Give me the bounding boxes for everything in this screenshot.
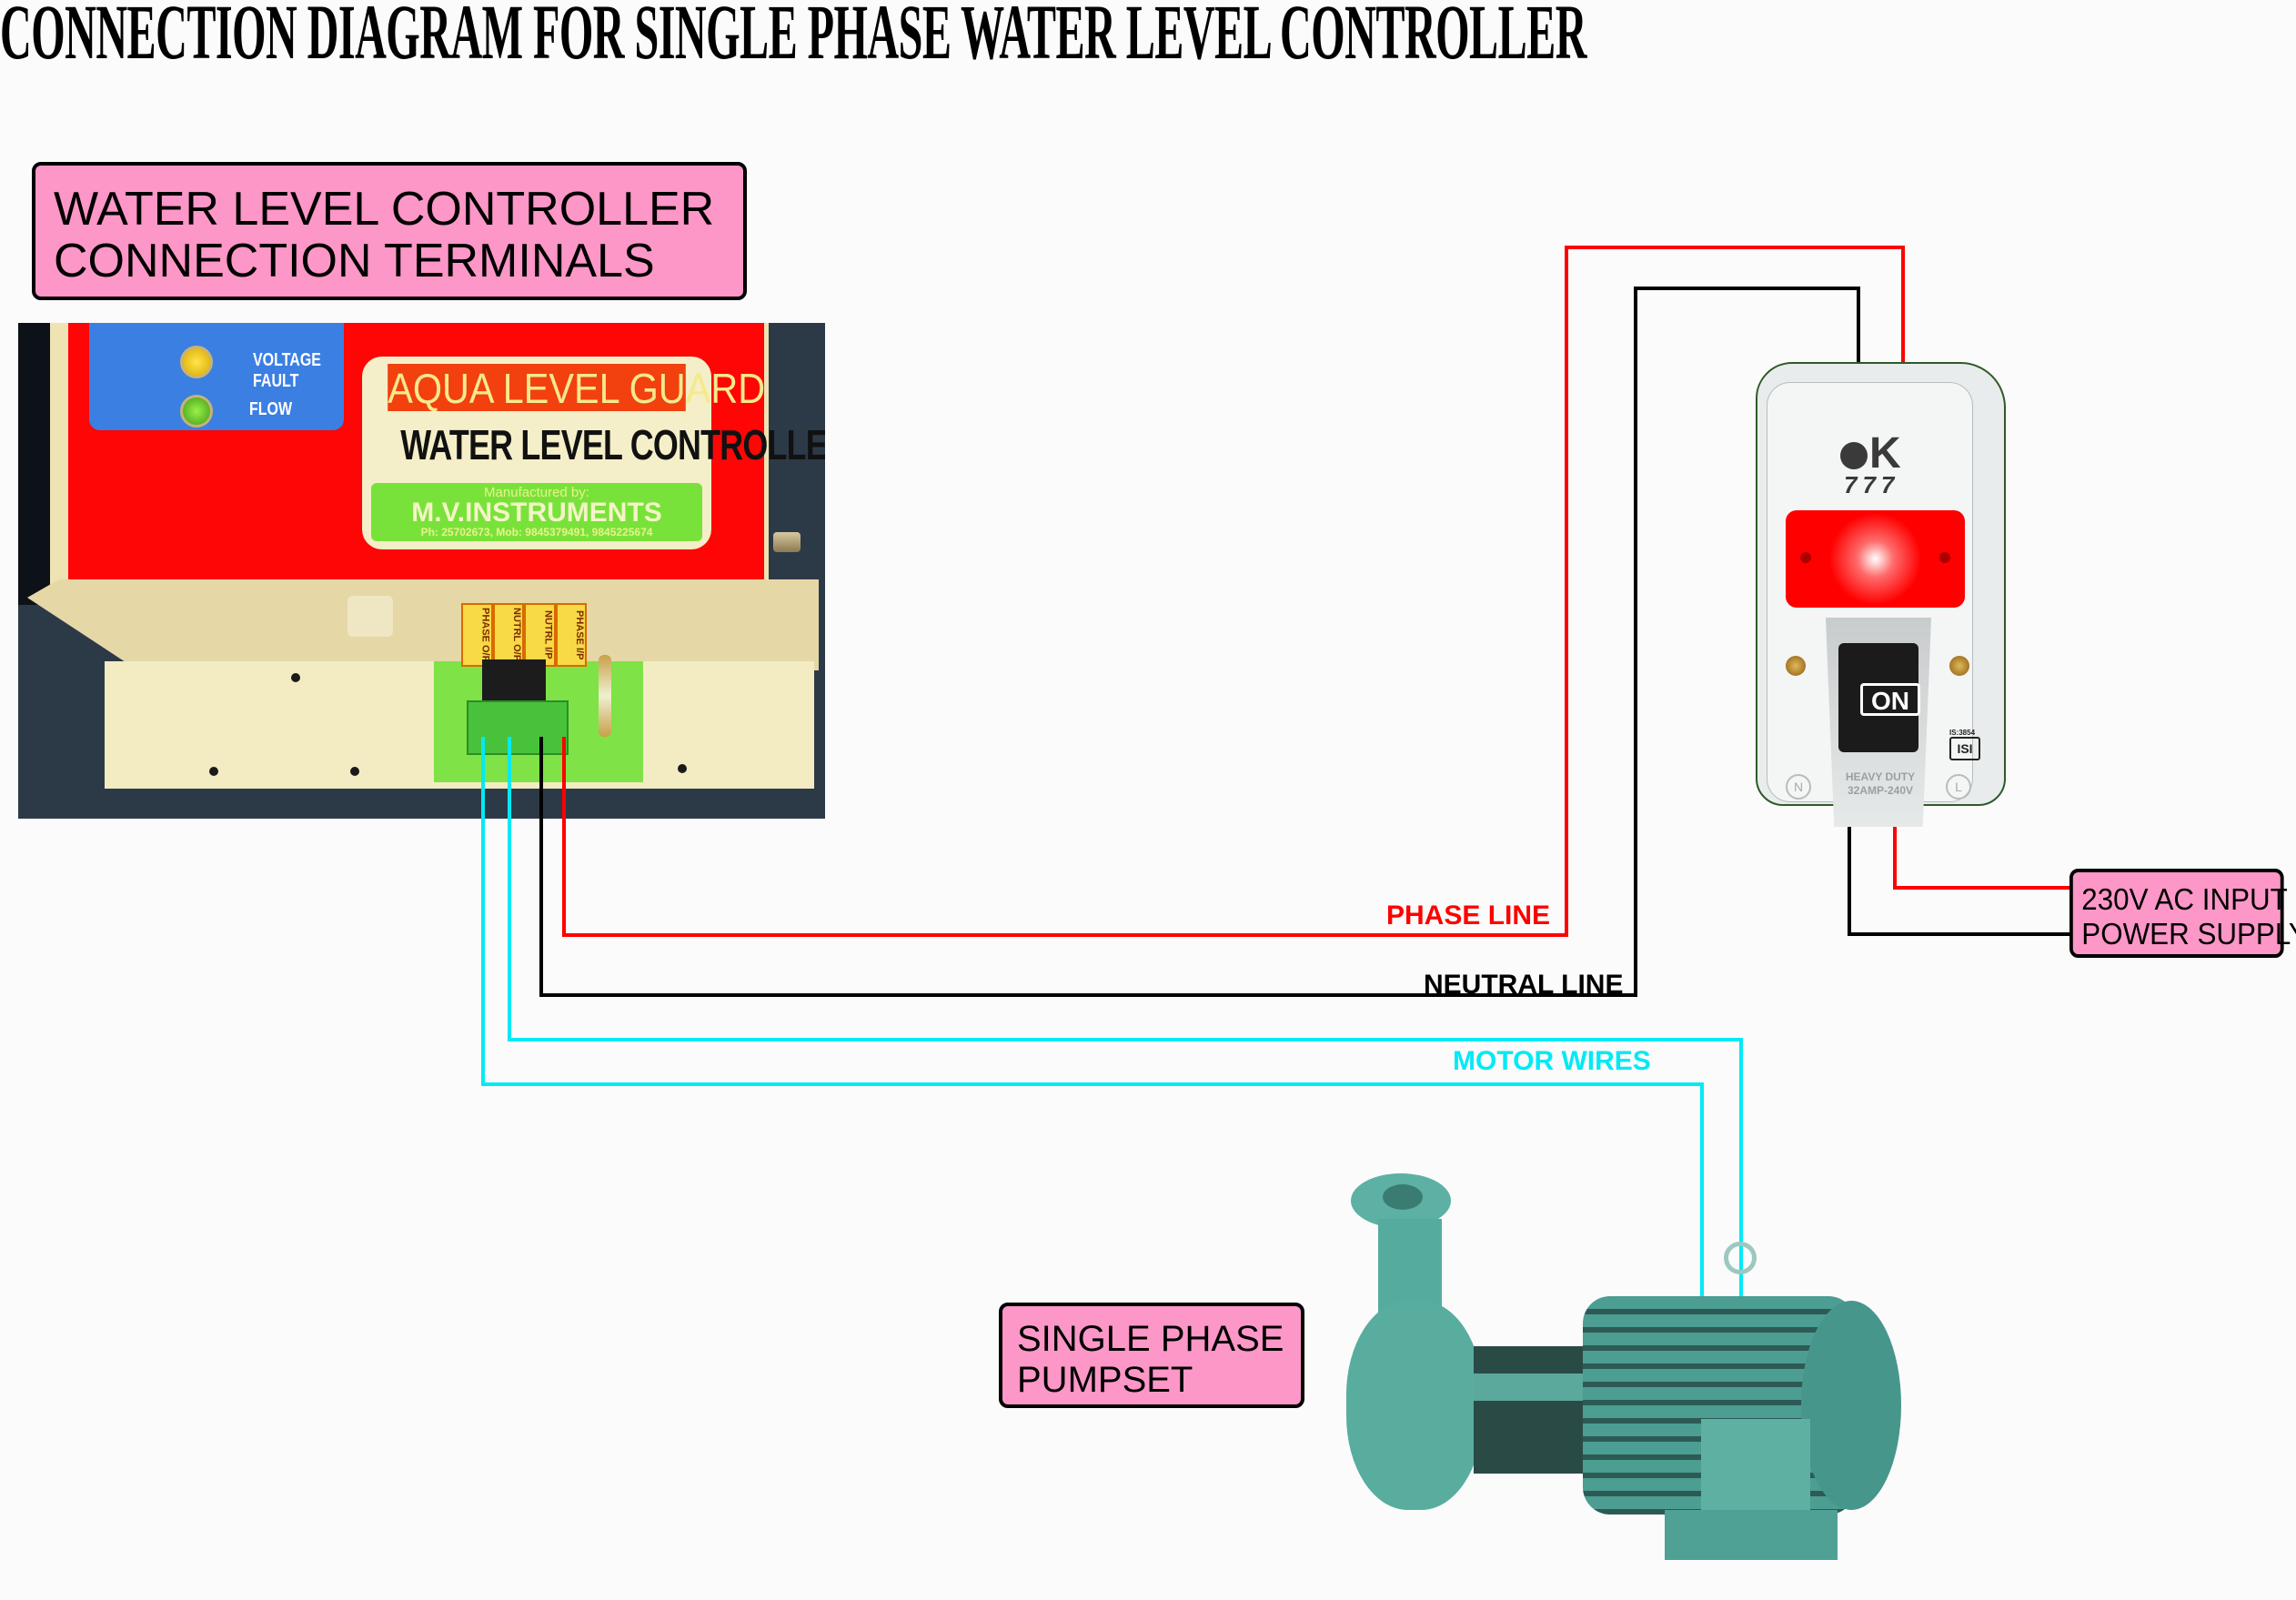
motor-wires-label: MOTOR WIRES [1453,1046,1651,1076]
label-line: SINGLE PHASE [1017,1319,1284,1359]
supply-phase-wire [1893,806,2071,890]
neutral-line-label: NEUTRAL LINE [1424,970,1624,1000]
fuse-icon [599,655,611,737]
label-line: 230V AC INPUT [2081,882,2288,916]
terminal-labels: PHASE O/P NUTRL O/P NUTRL I/P PHASE I/P [461,603,587,667]
relay-icon [482,659,546,700]
neutral-terminal-mark: N [1786,774,1811,800]
voltage-fault-label: VOLTAGE FAULT [253,350,321,391]
on-label: ON [1860,683,1920,716]
manufactured-by: Manufactured by: [484,485,589,500]
indicator-lamp-icon [1786,510,1965,608]
voltage-fault-led-icon [180,346,213,378]
controller-terminals-label: WATER LEVEL CONTROLLER CONNECTION TERMIN… [32,162,747,300]
terminal-label: NUTRL O/P [492,603,524,667]
label-line: CONNECTION TERMINALS [54,235,655,287]
supply-neutral-wire [1848,806,2071,936]
switch-lever: ON [1826,618,1931,827]
flow-label: FLOW [249,399,293,419]
motor-wire-1 [481,737,1704,1392]
terminal-label: PHASE I/P [555,603,587,667]
line-terminal-mark: L [1946,774,1971,800]
water-level-controller-photo: VOLTAGE FAULT FLOW AQUA LEVEL GUARD WATE… [18,323,825,819]
screw-icon [1786,656,1806,676]
knob-icon [773,532,801,552]
power-supply-label: 230V AC INPUT POWER SUPPLY [2069,869,2296,958]
label-line: POWER SUPPLY [2081,917,2296,951]
phase-wire [562,246,1905,937]
pumpset-image [1346,1164,1928,1565]
neutral-wire [539,287,1860,997]
switch-brand-logo: K [1840,428,1901,478]
manufacturer-contact: Ph: 25702673, Mob: 9845379491, 984522567… [420,526,653,538]
pumpset-label: SINGLE PHASE PUMPSET [999,1303,1304,1408]
motor-wire-2 [508,737,1743,1392]
switch-rating: HEAVY DUTY 32AMP-240V [1845,770,1916,797]
phase-line-label: PHASE LINE [1386,901,1551,931]
product-badge: AQUA LEVEL GUARD WATER LEVEL CONTROLLER … [362,357,825,549]
main-switch: K 777 ON HEAVY DUTY 32AMP-240V N L IS:38… [1756,362,2006,827]
flow-led-icon [180,395,213,428]
indicator-panel: VOLTAGE FAULT FLOW [89,323,344,430]
terminal-label: NUTRL I/P [524,603,556,667]
switch-model: 777 [1844,471,1900,498]
screw-icon [1949,656,1969,676]
label-line: PUMPSET [1017,1360,1193,1400]
terminal-label: PHASE O/P [461,603,493,667]
label-line: WATER LEVEL CONTROLLER [54,183,715,236]
manufacturer-name: M.V.INSTRUMENTS [411,498,662,528]
isi-mark-icon: IS:3854 ISI [1949,729,1980,760]
